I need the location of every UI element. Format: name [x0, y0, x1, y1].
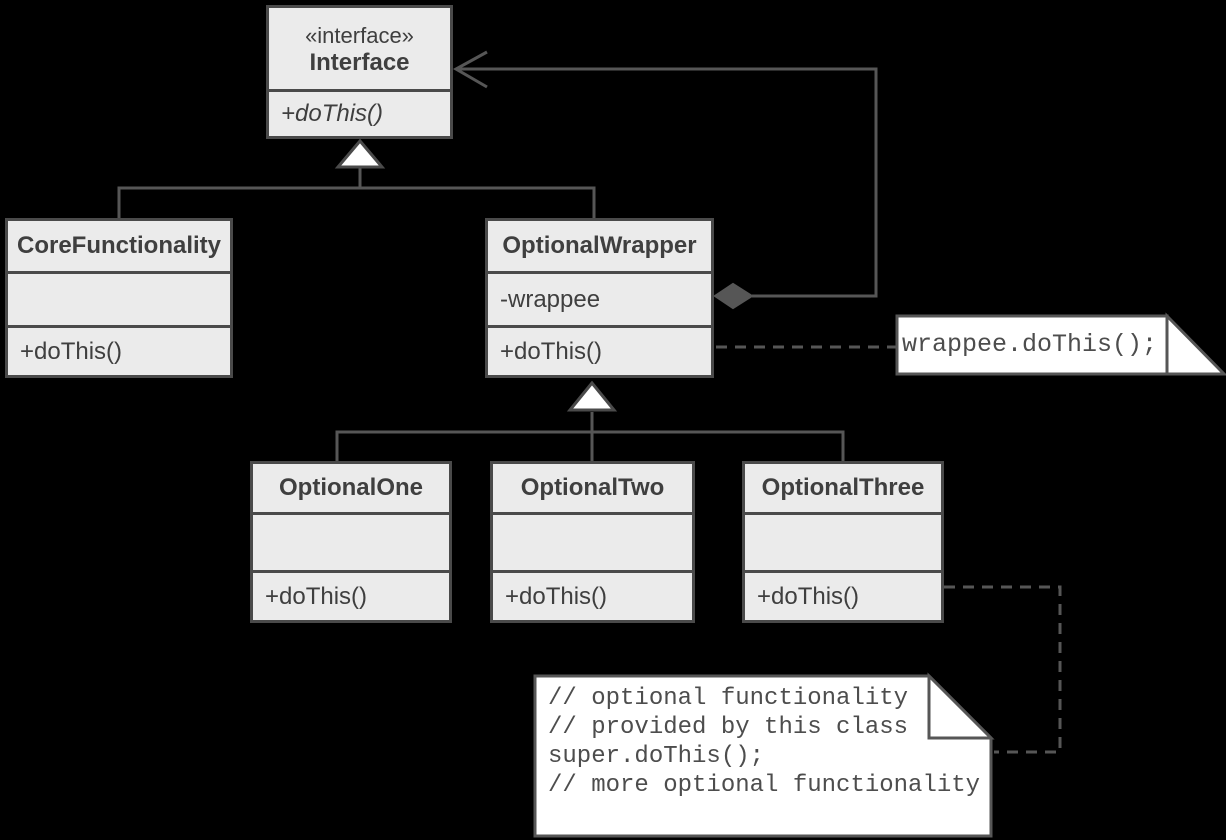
interface-class-name: Interface: [309, 48, 410, 76]
aggregation-line: [458, 67, 878, 298]
note-super-line-3: super.doThis();: [548, 743, 765, 770]
class-box-optionalone: OptionalOne +doThis(): [250, 461, 452, 623]
optionalwrapper-class-name: OptionalWrapper: [502, 232, 697, 259]
optionalwrapper-title-section: OptionalWrapper: [488, 221, 711, 271]
optionalwrapper-attribute-wrappee: -wrappee: [500, 285, 601, 313]
optionalthree-attributes-section: [745, 512, 941, 570]
note-super-line-1: // optional functionality: [548, 685, 909, 712]
generalization-triangle-interface: [334, 138, 386, 169]
class-box-optionalwrapper: OptionalWrapper -wrappee +doThis(): [485, 218, 714, 378]
aggregation-diamond: [713, 282, 754, 310]
corefunctionality-attributes-section: [8, 271, 230, 325]
corefunctionality-methods-section: +doThis(): [8, 325, 230, 375]
note-anchor-super: [944, 585, 1062, 754]
optionalwrapper-methods-section: +doThis(): [488, 325, 711, 375]
optionalone-method: +doThis(): [265, 582, 368, 610]
class-box-interface: «interface» Interface +doThis(): [266, 5, 453, 139]
interface-method: +doThis(): [281, 100, 384, 127]
interface-methods-section: +doThis(): [269, 89, 450, 136]
optionalthree-method: +doThis(): [757, 582, 860, 610]
optionaltwo-attributes-section: [493, 512, 692, 570]
optionalone-methods-section: +doThis(): [253, 570, 449, 620]
class-box-optionalthree: OptionalThree +doThis(): [742, 461, 944, 623]
optionalthree-title-section: OptionalThree: [745, 464, 941, 512]
note-super-call: // optional functionality // provided by…: [548, 684, 988, 800]
generalization-connector-lines: [335, 412, 845, 461]
optionaltwo-title-section: OptionalTwo: [493, 464, 692, 512]
note-wrappee-fold: [1165, 312, 1226, 376]
class-box-optionaltwo: OptionalTwo +doThis(): [490, 461, 695, 623]
note-wrappee-call: wrappee.doThis();: [902, 316, 1166, 372]
note-super-line-4: // more optional functionality: [548, 772, 981, 799]
generalization-triangle-wrapper: [566, 380, 618, 412]
optionaltwo-class-name: OptionalTwo: [520, 474, 665, 501]
optionaltwo-methods-section: +doThis(): [493, 570, 692, 620]
class-box-corefunctionality: CoreFunctionality +doThis(): [5, 218, 233, 378]
optionalthree-class-name: OptionalThree: [761, 474, 925, 501]
open-arrowhead-interface: [452, 50, 488, 89]
optionalthree-methods-section: +doThis(): [745, 570, 941, 620]
optionalwrapper-method: +doThis(): [500, 337, 603, 365]
note-wrappee-call-text: wrappee.doThis();: [902, 329, 1158, 359]
optionalone-title-section: OptionalOne: [253, 464, 449, 512]
note-super-fold: [927, 672, 995, 740]
corefunctionality-title-section: CoreFunctionality: [8, 221, 230, 271]
corefunctionality-class-name: CoreFunctionality: [16, 232, 221, 259]
optionalwrapper-attributes-section: -wrappee: [488, 271, 711, 325]
optionalone-attributes-section: [253, 512, 449, 570]
corefunctionality-method: +doThis(): [20, 337, 123, 365]
realization-connector-lines: [117, 164, 596, 218]
optionalone-class-name: OptionalOne: [279, 474, 423, 501]
note-super-shape: [533, 674, 993, 838]
interface-title-section: «interface» Interface: [269, 8, 450, 89]
optionaltwo-method: +doThis(): [505, 582, 608, 610]
interface-stereotype: «interface»: [305, 22, 414, 48]
note-super-line-2: // provided by this class: [548, 714, 909, 741]
